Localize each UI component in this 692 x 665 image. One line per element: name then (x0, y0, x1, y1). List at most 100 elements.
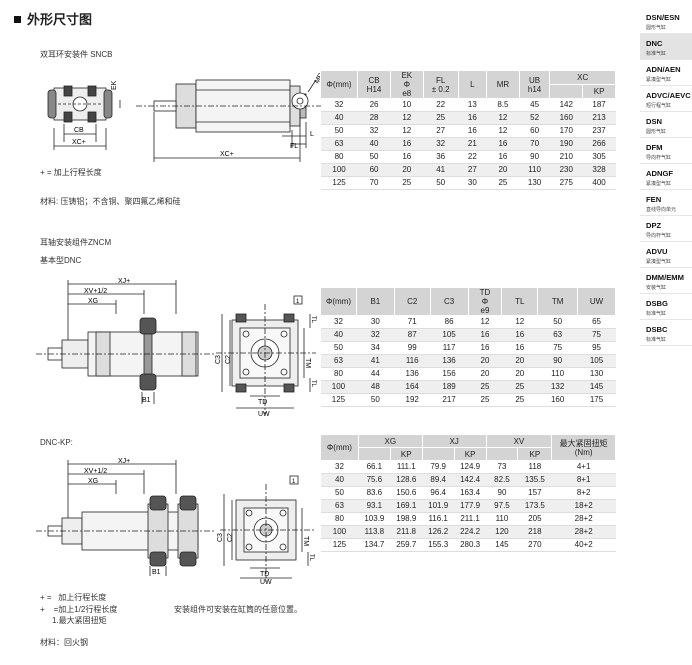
tl-bottom-label: TL (310, 380, 316, 388)
table-cell: 86 (430, 315, 469, 329)
table-cell: 213 (582, 111, 616, 125)
col-xg-kp: KP (389, 447, 423, 461)
table-cell: 28 (357, 111, 391, 125)
table-cell: 12 (486, 124, 520, 138)
table-cell: 60 (357, 163, 391, 177)
sidebar-item-code: DPZ (646, 221, 662, 230)
table-cell: 113.8 (358, 525, 391, 539)
table-cell: 40 (320, 328, 357, 342)
table-cell: 40 (357, 137, 391, 151)
table-cell: 20 (468, 367, 502, 381)
table-cell: 82.5 (486, 473, 518, 487)
table-cell: 52 (519, 111, 550, 125)
table-cell: 198.9 (390, 512, 423, 526)
table-cell: 125 (320, 393, 357, 407)
table-cell: 110 (486, 512, 518, 526)
table-cell: 210 (549, 150, 583, 164)
table-cell: 80 (320, 150, 358, 164)
sidebar-item-dsn-esn[interactable]: DSN/ESN 圆形气缸 (640, 8, 692, 34)
sidebar-item-subtitle: 标准气缸 (646, 337, 667, 343)
cb-label: CB (74, 127, 84, 134)
col-tl: TL (501, 287, 539, 316)
td-label: TD (258, 399, 267, 406)
table-cell: 400 (582, 176, 616, 190)
sncb-drawing: EK CB XC+ XC+ MR L FL (47, 72, 325, 162)
table-cell: 142 (549, 98, 583, 112)
table-cell: 266 (582, 137, 616, 151)
col-phi: Φ(mm) (320, 434, 359, 461)
table-cell: 83.6 (358, 486, 391, 500)
box-1-label: 1 (296, 299, 300, 305)
table-cell: 40 (320, 473, 359, 487)
table-cell: 132 (537, 380, 578, 394)
col-phi: Φ(mm) (319, 70, 359, 99)
table-cell: 22 (423, 98, 459, 112)
sidebar-item-code: DMM/EMM (646, 273, 684, 282)
table-cell: 90 (537, 354, 578, 368)
sidebar-item-subtitle: 紧凑型气缸 (646, 259, 672, 265)
table-cell: 79.9 (422, 460, 455, 474)
table-cell: 8.5 (486, 98, 520, 112)
table-cell: 164 (394, 380, 431, 394)
table-cell: 177.9 (454, 499, 487, 513)
table-cell: 170 (549, 124, 583, 138)
table-cell: 90 (519, 150, 550, 164)
col-xj-blank (421, 447, 455, 461)
page-title-text: 外形尺寸图 (27, 12, 93, 27)
sidebar-item-subtitle: 短行程气缸 (646, 103, 672, 109)
table-cell: 25 (501, 380, 538, 394)
table-cell: 211.1 (454, 512, 487, 526)
table-cell: 75.6 (358, 473, 391, 487)
xv-label: XV+1/2 (84, 288, 107, 295)
table-cell: 100 (320, 380, 357, 394)
uw-label: UW (260, 579, 272, 584)
table-cell: 116.1 (422, 512, 455, 526)
table-cell: 130 (577, 367, 616, 381)
col-xc-blank (549, 84, 584, 99)
col-xj: XJ (421, 434, 487, 448)
tm-label: TM (304, 358, 311, 368)
sidebar-item-code: ADN/AEN (646, 65, 681, 74)
sidebar-item-subtitle: 圆形气缸 (646, 25, 667, 31)
table-cell: 218 (517, 525, 552, 539)
table-cell: 237 (582, 124, 616, 138)
table-cell: 30 (356, 315, 395, 329)
table-cell: 93.1 (358, 499, 391, 513)
table-cell: 80 (320, 367, 357, 381)
table-cell: 145 (577, 380, 616, 394)
table-cell: 217 (430, 393, 469, 407)
table-cell: 126.2 (422, 525, 455, 539)
table-cell: 27 (458, 163, 487, 177)
sidebar-item-code: DSN/ESN (646, 13, 680, 22)
table-cell: 63 (320, 499, 359, 513)
